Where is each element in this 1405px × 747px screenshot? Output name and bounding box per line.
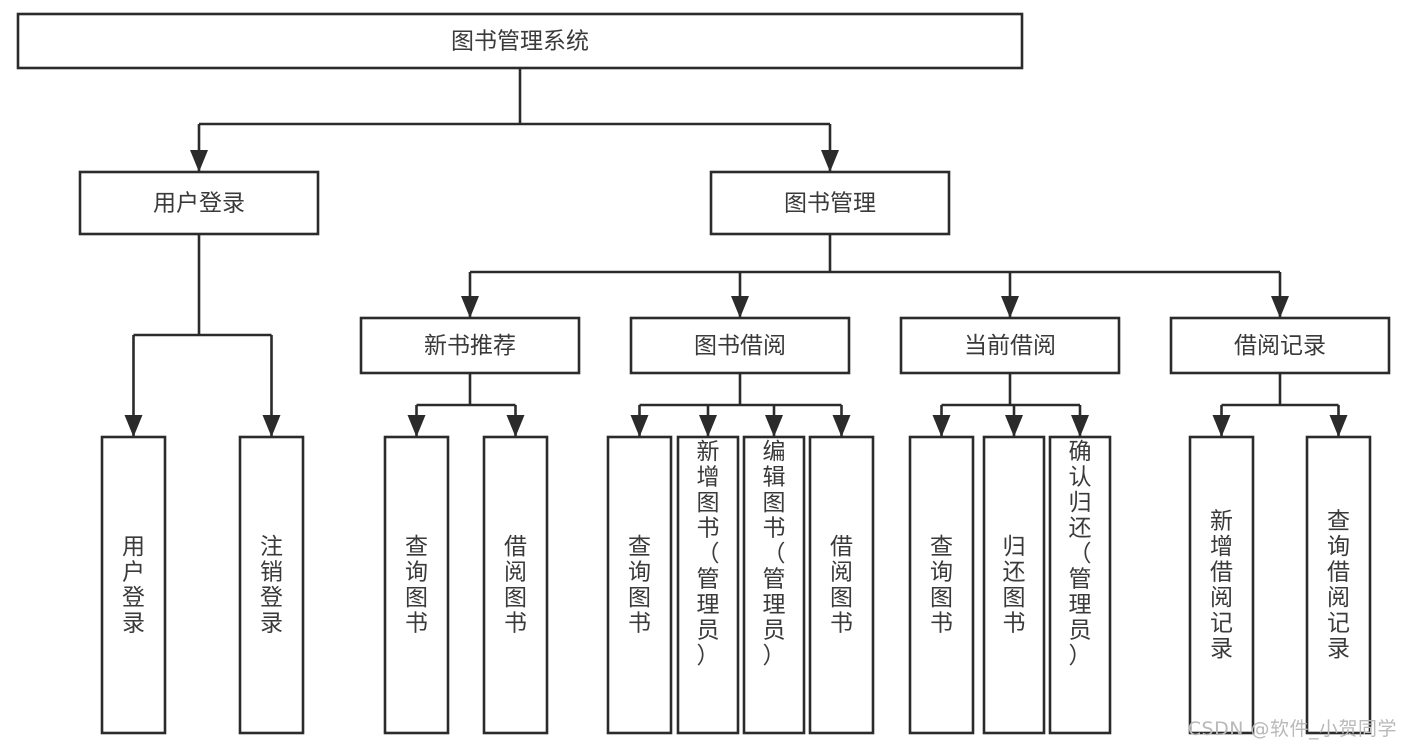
node-user-login[interactable]: 用户登录 — [78, 170, 320, 236]
node-label-leaf-query-book-borrow: 查询图书 — [628, 534, 651, 637]
arrow-head-icon-book-manage — [821, 150, 839, 172]
arrow-head-icon-leaf-query-borrow-record — [1329, 415, 1348, 437]
arrow-head-icon-leaf-logout — [262, 415, 281, 437]
node-label-user-login: 用户登录 — [153, 191, 245, 217]
node-label-new-book-recommend: 新书推荐 — [424, 333, 516, 359]
node-label-leaf-edit-book-admin: 编辑图书（管理员） — [763, 439, 786, 669]
node-leaf-return-book[interactable]: 归还图书 — [982, 435, 1046, 735]
node-label-borrow-record: 借阅记录 — [1234, 333, 1326, 359]
node-box-leaf-user-login — [100, 435, 167, 735]
node-label-root: 图书管理系统 — [451, 29, 589, 55]
node-box-leaf-query-borrow-record — [1305, 435, 1372, 735]
node-label-book-borrow: 图书借阅 — [694, 333, 786, 359]
node-label-leaf-borrow-book-rec: 借阅图书 — [504, 534, 527, 637]
node-box-leaf-logout — [238, 435, 305, 735]
node-label-leaf-query-book-rec: 查询图书 — [405, 534, 428, 637]
arrow-head-icon-leaf-query-book-borrow — [630, 415, 649, 437]
arrow-head-icon-book-borrow — [731, 296, 749, 318]
node-book-borrow[interactable]: 图书借阅 — [629, 316, 851, 375]
node-leaf-query-borrow-record[interactable]: 查询借阅记录 — [1305, 435, 1372, 735]
node-box-leaf-query-book-cur — [908, 435, 975, 735]
arrow-head-icon-leaf-return-book — [1005, 415, 1023, 437]
connector-edges-layer — [124, 68, 1348, 437]
node-box-user-login — [78, 170, 320, 236]
node-book-manage[interactable]: 图书管理 — [709, 170, 951, 236]
arrow-head-icon-leaf-add-book-admin — [699, 415, 717, 437]
node-current-borrow[interactable]: 当前借阅 — [899, 316, 1121, 375]
node-label-leaf-logout: 注销登录 — [260, 534, 283, 637]
arrow-head-icon-new-book-recommend — [461, 296, 479, 318]
node-box-leaf-add-borrow-record — [1188, 435, 1255, 735]
node-borrow-record[interactable]: 借阅记录 — [1169, 316, 1391, 375]
node-box-current-borrow — [899, 316, 1121, 375]
node-label-leaf-confirm-return-admin: 确认归还（管理员） — [1069, 439, 1092, 669]
node-label-leaf-borrow-book: 借阅图书 — [830, 534, 853, 637]
node-box-leaf-query-book-rec — [383, 435, 450, 735]
node-label-leaf-query-book-cur: 查询图书 — [930, 534, 953, 637]
arrow-head-icon-leaf-query-book-cur — [932, 415, 951, 437]
node-label-leaf-add-book-admin: 新增图书（管理员） — [697, 439, 720, 669]
node-label-leaf-query-borrow-record: 查询借阅记录 — [1327, 508, 1350, 662]
node-leaf-borrow-book-rec[interactable]: 借阅图书 — [482, 435, 549, 735]
node-leaf-logout[interactable]: 注销登录 — [238, 435, 305, 735]
arrow-head-icon-borrow-record — [1271, 296, 1289, 318]
node-leaf-edit-book-admin[interactable]: 编辑图书（管理员） — [742, 435, 806, 735]
node-box-book-borrow — [629, 316, 851, 375]
node-box-new-book-recommend — [359, 316, 581, 375]
node-new-book-recommend[interactable]: 新书推荐 — [359, 316, 581, 375]
node-box-root — [16, 12, 1024, 70]
node-leaf-add-book-admin[interactable]: 新增图书（管理员） — [676, 435, 740, 735]
arrow-head-icon-leaf-borrow-book — [832, 415, 851, 437]
node-box-leaf-borrow-book — [808, 435, 875, 735]
node-box-leaf-query-book-borrow — [606, 435, 673, 735]
node-label-current-borrow: 当前借阅 — [964, 333, 1056, 359]
arrow-head-icon-leaf-borrow-book-rec — [506, 415, 525, 437]
node-box-borrow-record — [1169, 316, 1391, 375]
node-leaf-query-book-rec[interactable]: 查询图书 — [383, 435, 450, 735]
node-box-leaf-return-book — [982, 435, 1046, 735]
node-leaf-add-borrow-record[interactable]: 新增借阅记录 — [1188, 435, 1255, 735]
arrow-head-icon-user-login — [190, 150, 208, 172]
node-box-leaf-borrow-book-rec — [482, 435, 549, 735]
arrow-head-icon-leaf-confirm-return-admin — [1071, 415, 1089, 437]
node-label-leaf-add-borrow-record: 新增借阅记录 — [1210, 508, 1233, 662]
node-leaf-borrow-book[interactable]: 借阅图书 — [808, 435, 875, 735]
node-root[interactable]: 图书管理系统 — [16, 12, 1024, 70]
arrow-head-icon-leaf-edit-book-admin — [765, 415, 783, 437]
node-label-book-manage: 图书管理 — [784, 191, 876, 217]
node-box-leaf-edit-book-admin — [742, 435, 806, 735]
arrow-head-icon-current-borrow — [1001, 296, 1019, 318]
node-leaf-query-book-cur[interactable]: 查询图书 — [908, 435, 975, 735]
node-label-leaf-user-login: 用户登录 — [122, 534, 145, 637]
node-leaf-query-book-borrow[interactable]: 查询图书 — [606, 435, 673, 735]
node-box-leaf-confirm-return-admin — [1048, 435, 1112, 735]
node-box-book-manage — [709, 170, 951, 236]
node-box-leaf-add-book-admin — [676, 435, 740, 735]
node-label-leaf-return-book: 归还图书 — [1003, 534, 1026, 637]
arrow-head-icon-leaf-add-borrow-record — [1212, 415, 1231, 437]
node-boxes-layer: 图书管理系统用户登录图书管理新书推荐图书借阅当前借阅借阅记录用户登录注销登录查询… — [16, 12, 1391, 735]
node-leaf-confirm-return-admin[interactable]: 确认归还（管理员） — [1048, 435, 1112, 735]
arrow-head-icon-leaf-query-book-rec — [407, 415, 426, 437]
node-leaf-user-login[interactable]: 用户登录 — [100, 435, 167, 735]
arrow-head-icon-leaf-user-login — [124, 415, 143, 437]
